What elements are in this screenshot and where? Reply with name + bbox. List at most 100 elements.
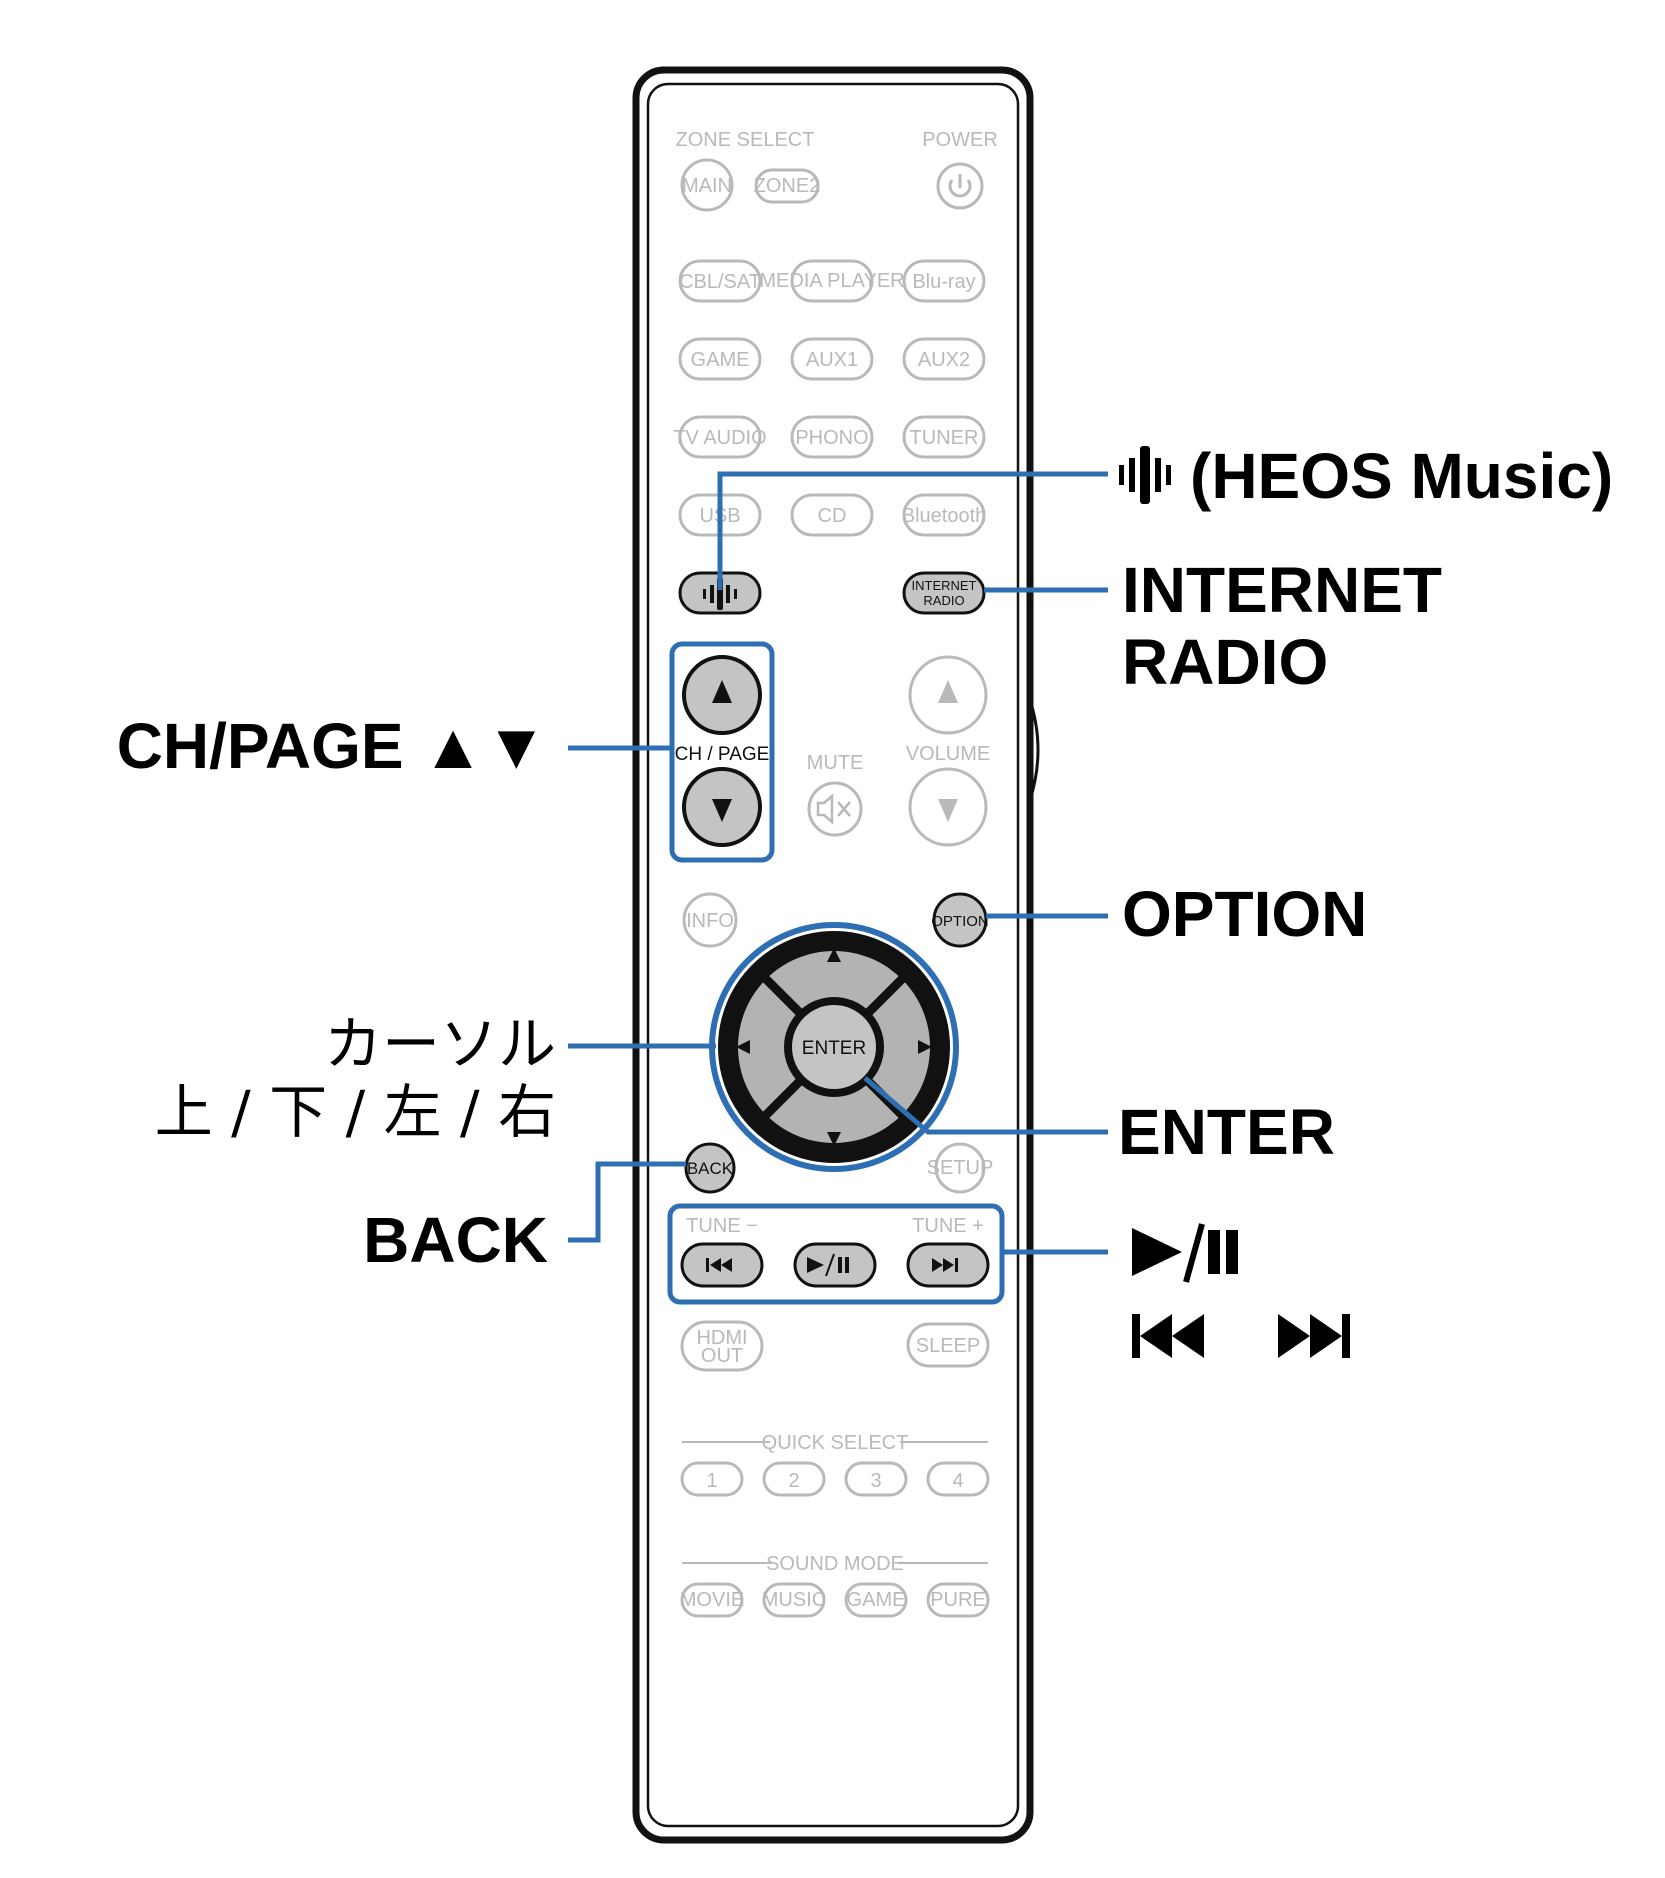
heos-callout: (HEOS Music) [1119, 440, 1613, 512]
source-label: Bluetooth [902, 505, 987, 527]
source-button[interactable]: Bluetooth [902, 493, 987, 537]
sound-mode-text: MUSIC [762, 1589, 826, 1611]
quick-select-label: QUICK SELECT [762, 1432, 909, 1454]
info-button[interactable]: INFO [682, 892, 738, 948]
back-callout: BACK [363, 1204, 548, 1276]
source-button[interactable]: CD [790, 493, 874, 537]
cursor-down-button[interactable] [827, 1132, 841, 1146]
quick-select-number: 2 [788, 1470, 799, 1492]
source-label: TV AUDIO [673, 427, 766, 449]
back-label: BACK [687, 1159, 734, 1178]
up-triangle-icon [712, 680, 732, 703]
leader-lines [568, 471, 1108, 1255]
source-button[interactable]: PHONO [790, 415, 874, 459]
source-label: CD [818, 505, 847, 527]
heos-callout-text: (HEOS Music) [1190, 440, 1613, 512]
main-zone-button[interactable]: MAIN [680, 158, 734, 212]
skip-forward-icon [1310, 1314, 1342, 1358]
skip-back-icon [1140, 1314, 1172, 1358]
zone2-label: ZONE2 [754, 175, 821, 197]
skip-forward-icon [932, 1258, 958, 1272]
tune-plus-label: TUNE + [912, 1215, 984, 1237]
skip-back-button[interactable] [680, 1242, 764, 1288]
up-triangle-icon [938, 680, 958, 703]
internet-radio-callout-line2: RADIO [1122, 626, 1328, 698]
cursor-up-button[interactable] [827, 948, 841, 962]
quick-select-button[interactable]: 3 [844, 1461, 908, 1497]
mute-icon [816, 793, 851, 825]
ch-page-callout: CH/PAGE ▲▼ [117, 710, 548, 782]
setup-button[interactable]: SETUP [927, 1142, 994, 1194]
ch-page-up-button[interactable] [682, 655, 762, 735]
slash-icon [1183, 1223, 1205, 1283]
quick-select-number: 3 [870, 1470, 881, 1492]
quick-select-number: 1 [706, 1470, 717, 1492]
ch-page-down-button[interactable] [682, 767, 762, 847]
cursor-right-button[interactable] [918, 1040, 932, 1054]
ch-page-label: CH / PAGE [675, 744, 770, 765]
source-button[interactable]: AUX1 [790, 337, 874, 381]
up-triangle-icon [827, 948, 841, 962]
source-button[interactable]: CBL/SAT [678, 259, 762, 303]
sound-mode-button[interactable]: MUSIC [762, 1582, 826, 1618]
power-button[interactable] [936, 162, 984, 210]
pause-icon [1208, 1230, 1220, 1274]
sound-mode-button[interactable]: MOVIE [680, 1582, 744, 1618]
power-icon [948, 174, 972, 198]
hdmi-out-button[interactable]: HDMI OUT [680, 1320, 764, 1372]
source-button[interactable]: TUNER [902, 415, 986, 459]
sound-mode-text: MOVIE [680, 1589, 744, 1611]
down-triangle-icon [938, 799, 958, 822]
play-icon [1132, 1228, 1182, 1276]
skip-forward-button[interactable] [906, 1242, 990, 1288]
quick-select-number: 4 [952, 1470, 963, 1492]
sleep-button[interactable]: SLEEP [906, 1322, 990, 1368]
internet-radio-button-label: INTERNET [912, 578, 977, 593]
enter-button[interactable]: ENTER [784, 997, 884, 1097]
source-button[interactable]: Blu-ray [902, 259, 986, 303]
source-button[interactable]: MEDIA PLAYER [759, 259, 905, 303]
mute-button[interactable] [807, 781, 863, 837]
source-button[interactable]: GAME [678, 337, 762, 381]
hdmi-out-label-2: OUT [701, 1345, 743, 1367]
enter-label: ENTER [802, 1038, 866, 1059]
volume-label: VOLUME [906, 743, 990, 765]
internet-radio-button[interactable]: INTERNET RADIO [902, 571, 986, 615]
source-label: GAME [691, 349, 750, 371]
sleep-label: SLEEP [916, 1335, 980, 1357]
source-buttons: CBL/SAT MEDIA PLAYER Blu-ray GAME AUX1 A… [673, 259, 987, 537]
internet-radio-button-label-2: RADIO [923, 593, 964, 608]
volume-down-button[interactable] [908, 767, 988, 847]
back-leader [568, 1161, 686, 1243]
option-label: OPTION [931, 913, 989, 930]
source-button[interactable]: AUX2 [902, 337, 986, 381]
back-button[interactable]: BACK [684, 1142, 736, 1194]
source-label: AUX1 [806, 349, 858, 371]
source-label: Blu-ray [912, 271, 975, 293]
cursor-left-button[interactable] [736, 1040, 750, 1054]
play-pause-icon [807, 1253, 849, 1277]
internet-radio-callout-line1: INTERNET [1122, 554, 1442, 626]
sound-mode-button[interactable]: PURE [926, 1582, 990, 1618]
quick-select-button[interactable]: 1 [680, 1461, 744, 1497]
volume-up-button[interactable] [908, 655, 988, 735]
tune-minus-label: TUNE − [686, 1215, 758, 1237]
cursor-dpad: ENTER [709, 922, 959, 1172]
option-callout: OPTION [1122, 878, 1367, 950]
heos-icon [1119, 446, 1171, 504]
quick-select-button[interactable]: 2 [762, 1461, 826, 1497]
zone2-button[interactable]: ZONE2 [754, 168, 821, 204]
cursor-callout-line2: 上 / 下 / 左 / 右 [155, 1078, 556, 1146]
quick-select-button[interactable]: 4 [926, 1461, 990, 1497]
enter-leader [863, 1076, 1108, 1135]
option-button[interactable]: OPTION [931, 892, 989, 948]
sound-mode-button[interactable]: GAME [844, 1582, 908, 1618]
down-triangle-icon [827, 1132, 841, 1146]
enter-callout: ENTER [1118, 1096, 1335, 1168]
source-button[interactable]: TV AUDIO [673, 415, 767, 459]
hdmi-out-label: HDMI [696, 1327, 747, 1349]
play-pause-button[interactable] [793, 1242, 877, 1288]
skip-back-icon [1132, 1314, 1140, 1358]
source-label: PHONO [795, 427, 868, 449]
